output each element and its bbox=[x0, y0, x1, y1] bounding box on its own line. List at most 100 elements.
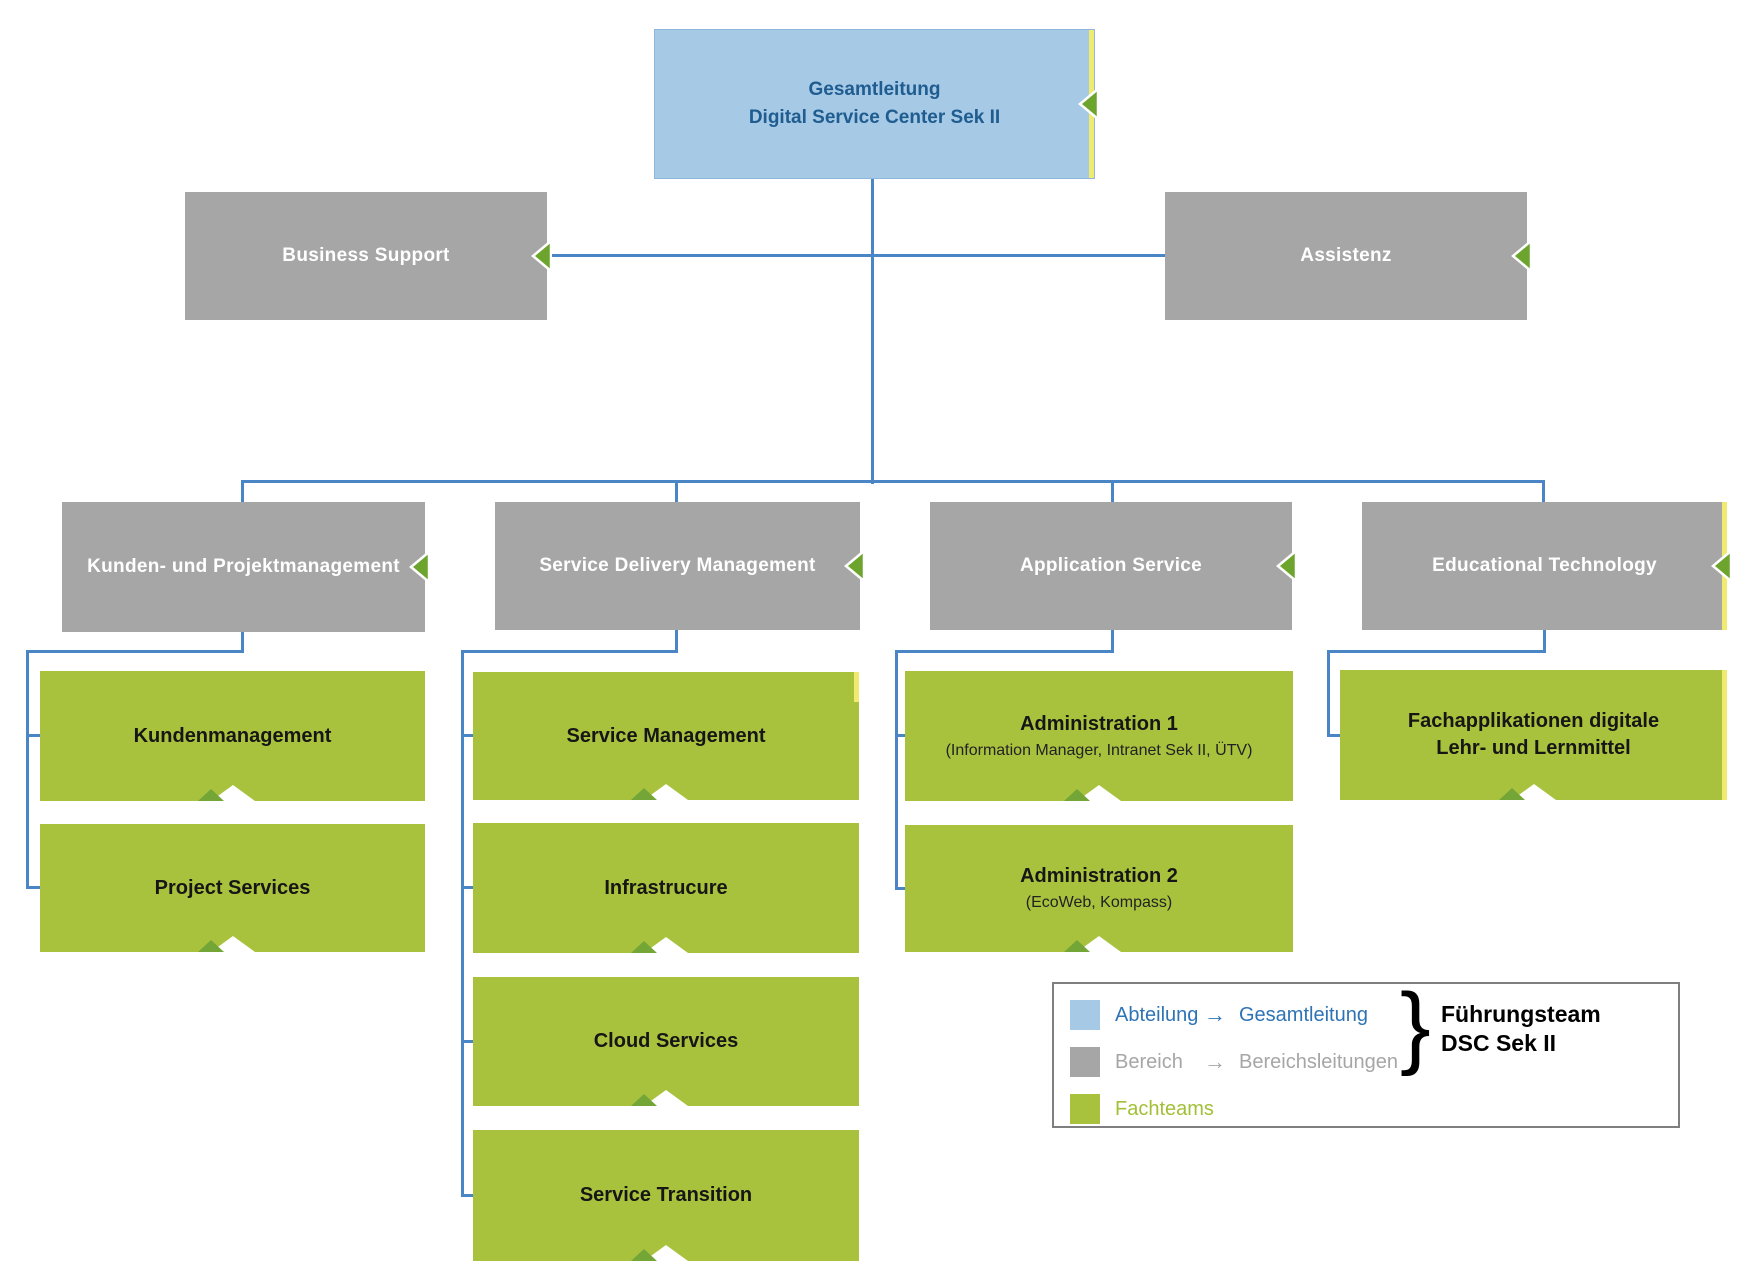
node-label: Cloud Services bbox=[593, 1030, 739, 1052]
connector-col4-elbow bbox=[1327, 650, 1546, 653]
org-node-project-services: Project Services bbox=[40, 824, 425, 952]
node-label: Educational Technology bbox=[1432, 555, 1657, 576]
connector-col3-tick-1 bbox=[895, 734, 908, 737]
arrow-left-icon bbox=[531, 239, 552, 273]
up-arrow-notch-icon bbox=[197, 785, 255, 801]
org-node-business-support: Business Support bbox=[185, 192, 552, 320]
connector-col1-tick-1 bbox=[26, 734, 43, 737]
connector-col2-tick-1 bbox=[461, 734, 476, 737]
org-node-educational-technology: Educational Technology bbox=[1362, 502, 1732, 630]
org-node-application-service: Application Service bbox=[930, 502, 1297, 630]
connector-col3-tick-2 bbox=[895, 887, 908, 890]
legend-target: Bereichsleitungen bbox=[1239, 1051, 1398, 1073]
node-label-line2: Digital Service Center Sek II bbox=[748, 107, 1001, 128]
node-label: Application Service bbox=[1019, 555, 1203, 576]
highlight-stripe bbox=[854, 672, 859, 702]
node-sublabel: (EcoWeb, Kompass) bbox=[1025, 894, 1173, 912]
up-arrow-notch-icon bbox=[631, 937, 688, 953]
connector-col1-elbow bbox=[26, 650, 244, 653]
node-label-line1: Fachapplikationen digitale bbox=[1407, 710, 1660, 732]
connector-col2-tick-3 bbox=[461, 1040, 476, 1043]
node-label: Service Transition bbox=[579, 1184, 753, 1206]
connector-col1-tick-2 bbox=[26, 886, 43, 889]
up-arrow-notch-icon bbox=[631, 1090, 688, 1106]
legend-target: Gesamtleitung bbox=[1239, 1004, 1368, 1026]
arrow-left-icon bbox=[409, 550, 430, 584]
connector-staff-line bbox=[546, 254, 1166, 257]
legend-label: Bereich bbox=[1115, 1051, 1183, 1073]
node-label: Administration 2 bbox=[1020, 865, 1178, 888]
node-label: Infrastrucure bbox=[604, 876, 728, 899]
node-label-line1: Gesamtleitung bbox=[808, 78, 941, 100]
node-label: Kundenmanagement bbox=[133, 724, 332, 747]
org-node-service-delivery-management: Service Delivery Management bbox=[495, 502, 865, 630]
connector-drop-4 bbox=[1542, 482, 1545, 504]
org-node-fachapplikationen: Fachapplikationen digitale Lehr- und Ler… bbox=[1340, 670, 1727, 800]
org-node-administration-2: Administration 2 (EcoWeb, Kompass) bbox=[905, 825, 1293, 952]
node-label: Kunden- und Projektmanagement bbox=[87, 556, 400, 577]
org-node-kunden-und-projektmanagement: Kunden- und Projektmanagement bbox=[62, 502, 430, 632]
legend-swatch-fachteams bbox=[1070, 1094, 1100, 1124]
legend-swatch-bereich bbox=[1070, 1047, 1100, 1077]
connector-col2-rail bbox=[461, 650, 464, 1197]
connector-col1-rail bbox=[26, 650, 29, 889]
node-sublabel: (Information Manager, Intranet Sek II, Ü… bbox=[945, 741, 1253, 759]
legend-note: Führungsteam DSC Sek II bbox=[1441, 1000, 1601, 1058]
legend-label: Abteilung bbox=[1115, 1004, 1199, 1026]
legend-note-line1: Führungsteam bbox=[1441, 1001, 1601, 1027]
right-arrow-icon: → bbox=[1204, 1049, 1226, 1074]
up-arrow-notch-icon bbox=[1064, 785, 1121, 801]
connector-col4-stem bbox=[1543, 630, 1546, 652]
connector-col3-rail bbox=[895, 650, 898, 890]
org-node-cloud-services: Cloud Services bbox=[473, 977, 859, 1106]
node-label-line2: Lehr- und Lernmittel bbox=[1436, 737, 1631, 759]
highlight-stripe bbox=[1722, 670, 1727, 800]
legend-note-line2: DSC Sek II bbox=[1441, 1030, 1557, 1056]
org-node-assistenz: Assistenz bbox=[1165, 192, 1532, 320]
node-label: Assistenz bbox=[1300, 245, 1392, 266]
legend: Abteilung → Gesamtleitung Bereich → Bere… bbox=[1052, 975, 1680, 1128]
arrow-left-icon bbox=[844, 549, 865, 583]
legend-label: Fachteams bbox=[1115, 1098, 1214, 1120]
right-arrow-icon: → bbox=[1204, 1002, 1226, 1027]
connector-col3-elbow bbox=[895, 650, 1114, 653]
up-arrow-notch-icon bbox=[631, 1245, 688, 1261]
node-label: Business Support bbox=[282, 245, 450, 266]
connector-drop-1 bbox=[241, 482, 244, 504]
arrow-left-icon bbox=[1511, 239, 1532, 273]
connector-col4-tick-1 bbox=[1327, 734, 1343, 737]
arrow-left-icon bbox=[1711, 549, 1732, 583]
brace-glyph: } bbox=[1400, 975, 1431, 1077]
legend-row-abteilung: Abteilung → Gesamtleitung bbox=[1054, 1000, 1678, 1030]
org-node-service-transition: Service Transition bbox=[473, 1130, 859, 1261]
connector-col4-rail bbox=[1327, 650, 1330, 737]
node-label: Service Management bbox=[566, 724, 766, 747]
connector-col2-tick-4 bbox=[461, 1194, 476, 1197]
arrow-left-icon bbox=[1078, 87, 1099, 121]
up-arrow-notch-icon bbox=[197, 936, 255, 952]
legend-row-bereich: Bereich → Bereichsleitungen bbox=[1054, 1047, 1678, 1077]
org-node-service-management: Service Management bbox=[473, 672, 859, 800]
connector-col2-elbow bbox=[461, 650, 678, 653]
legend-row-fachteams: Fachteams bbox=[1054, 1094, 1678, 1124]
connector-col1-stem bbox=[241, 632, 244, 652]
connector-distribution-line bbox=[241, 480, 1545, 483]
org-node-administration-1: Administration 1 (Information Manager, I… bbox=[905, 671, 1293, 801]
up-arrow-notch-icon bbox=[631, 784, 688, 800]
legend-swatch-abteilung bbox=[1070, 1000, 1100, 1030]
node-label: Project Services bbox=[154, 876, 311, 899]
connector-col2-stem bbox=[675, 630, 678, 652]
node-label: Administration 1 bbox=[1020, 712, 1178, 735]
org-node-infrastrucure: Infrastrucure bbox=[473, 823, 859, 953]
org-node-kundenmanagement: Kundenmanagement bbox=[40, 671, 425, 801]
org-node-gesamtleitung: Gesamtleitung Digital Service Center Sek… bbox=[654, 29, 1099, 179]
connector-drop-2 bbox=[675, 482, 678, 504]
connector-drop-3 bbox=[1111, 482, 1114, 504]
node-label: Service Delivery Management bbox=[539, 555, 816, 576]
connector-col2-tick-2 bbox=[461, 886, 476, 889]
connector-col3-stem bbox=[1111, 630, 1114, 652]
connector-root-trunk bbox=[871, 178, 874, 484]
arrow-left-icon bbox=[1276, 549, 1297, 583]
up-arrow-notch-icon bbox=[1498, 784, 1556, 800]
